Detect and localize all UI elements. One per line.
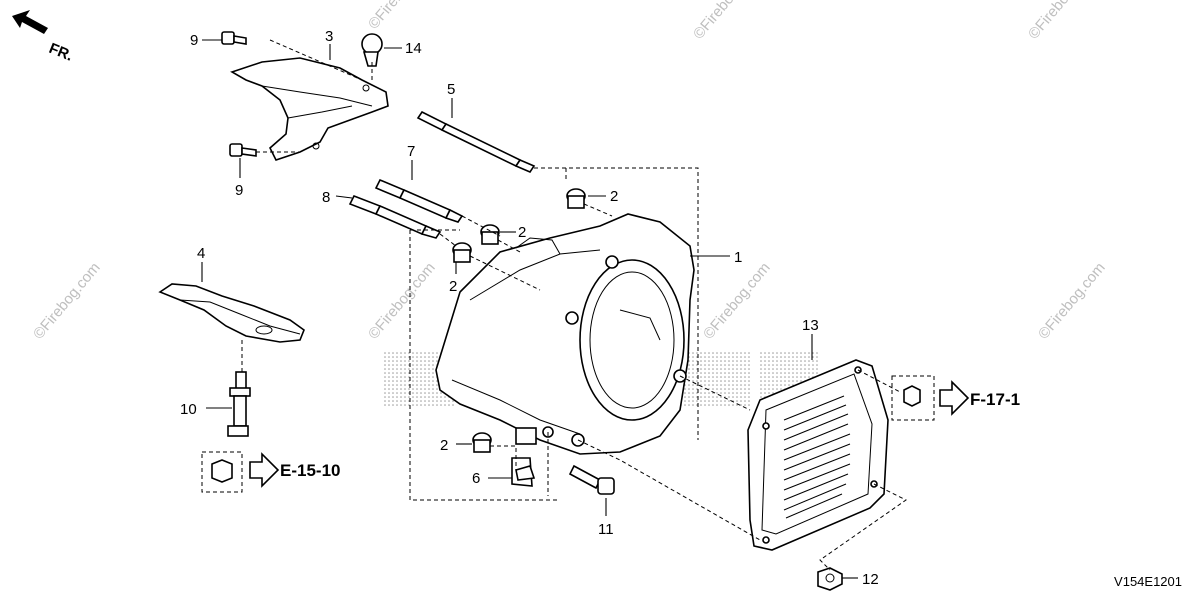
watermark: ©Firebog.com [1025, 0, 1099, 43]
callout-2: 2 [449, 278, 457, 295]
callout-9: 9 [190, 32, 198, 49]
assembly-lines [241, 39, 907, 571]
callout-1: 1 [734, 249, 742, 266]
callout-4: 4 [197, 245, 205, 262]
part-5-long-bolt [416, 110, 536, 173]
part-11-bolt [568, 464, 615, 495]
grille-slots [783, 395, 851, 519]
callout-13: 13 [802, 317, 819, 334]
part-9-bolt-upper [221, 31, 247, 45]
callout-10: 10 [180, 401, 197, 418]
part-2-grommet-c [452, 242, 472, 263]
part-9-bolt-lower [229, 143, 257, 157]
part-4-bracket [158, 283, 305, 343]
part-2-grommet-b [480, 224, 500, 245]
reference-label-right: F-17-1 [970, 390, 1020, 409]
part-2-grommet-d [472, 432, 492, 453]
watermark: ©Firebog.com [690, 0, 764, 43]
watermark: ©Firebog.com [1035, 259, 1109, 342]
callout-11: 11 [598, 521, 614, 538]
diagram-code: V154E1201 [1114, 574, 1182, 589]
reference-left: E-15-10 [201, 451, 340, 493]
part-1-fan-cover [435, 213, 695, 455]
direction-arrow-icon [12, 10, 48, 34]
part-3-top-cover [230, 57, 389, 161]
watermark: ©Firebog.com [365, 259, 439, 342]
part-8-long-bolt [348, 194, 442, 239]
part-2-grommet-a [566, 188, 586, 209]
callout-6: 6 [472, 470, 480, 487]
part-13-grille-plate [747, 359, 889, 551]
part-10-stud-bolt [227, 371, 251, 437]
watermark: ©Firebog.com [700, 259, 774, 342]
callouts: 1 2 2 2 2 3 4 5 6 7 8 9 9 10 11 12 13 14 [180, 28, 879, 588]
reference-right: F-17-1 [891, 375, 1020, 421]
callout-8: 8 [322, 189, 330, 206]
reference-label-left: E-15-10 [280, 461, 340, 480]
part-12-nut [817, 567, 843, 591]
watermark: ©Firebog.com [365, 0, 439, 33]
front-direction-indicator: FR. [12, 10, 75, 65]
callout-5: 5 [447, 81, 455, 98]
callout-2: 2 [518, 224, 526, 241]
callout-3: 3 [325, 28, 333, 45]
callout-12: 12 [862, 571, 879, 588]
callout-2: 2 [440, 437, 448, 454]
leader-lines [201, 39, 858, 579]
part-6-clip [511, 457, 536, 487]
callout-9: 9 [235, 182, 243, 199]
direction-label: FR. [47, 40, 76, 65]
callout-7: 7 [407, 143, 415, 160]
part-7-long-bolt [374, 178, 464, 223]
watermark: ©Firebog.com [30, 259, 104, 342]
callout-2: 2 [610, 188, 618, 205]
part-14-clip [361, 33, 383, 67]
callout-14: 14 [405, 40, 422, 57]
